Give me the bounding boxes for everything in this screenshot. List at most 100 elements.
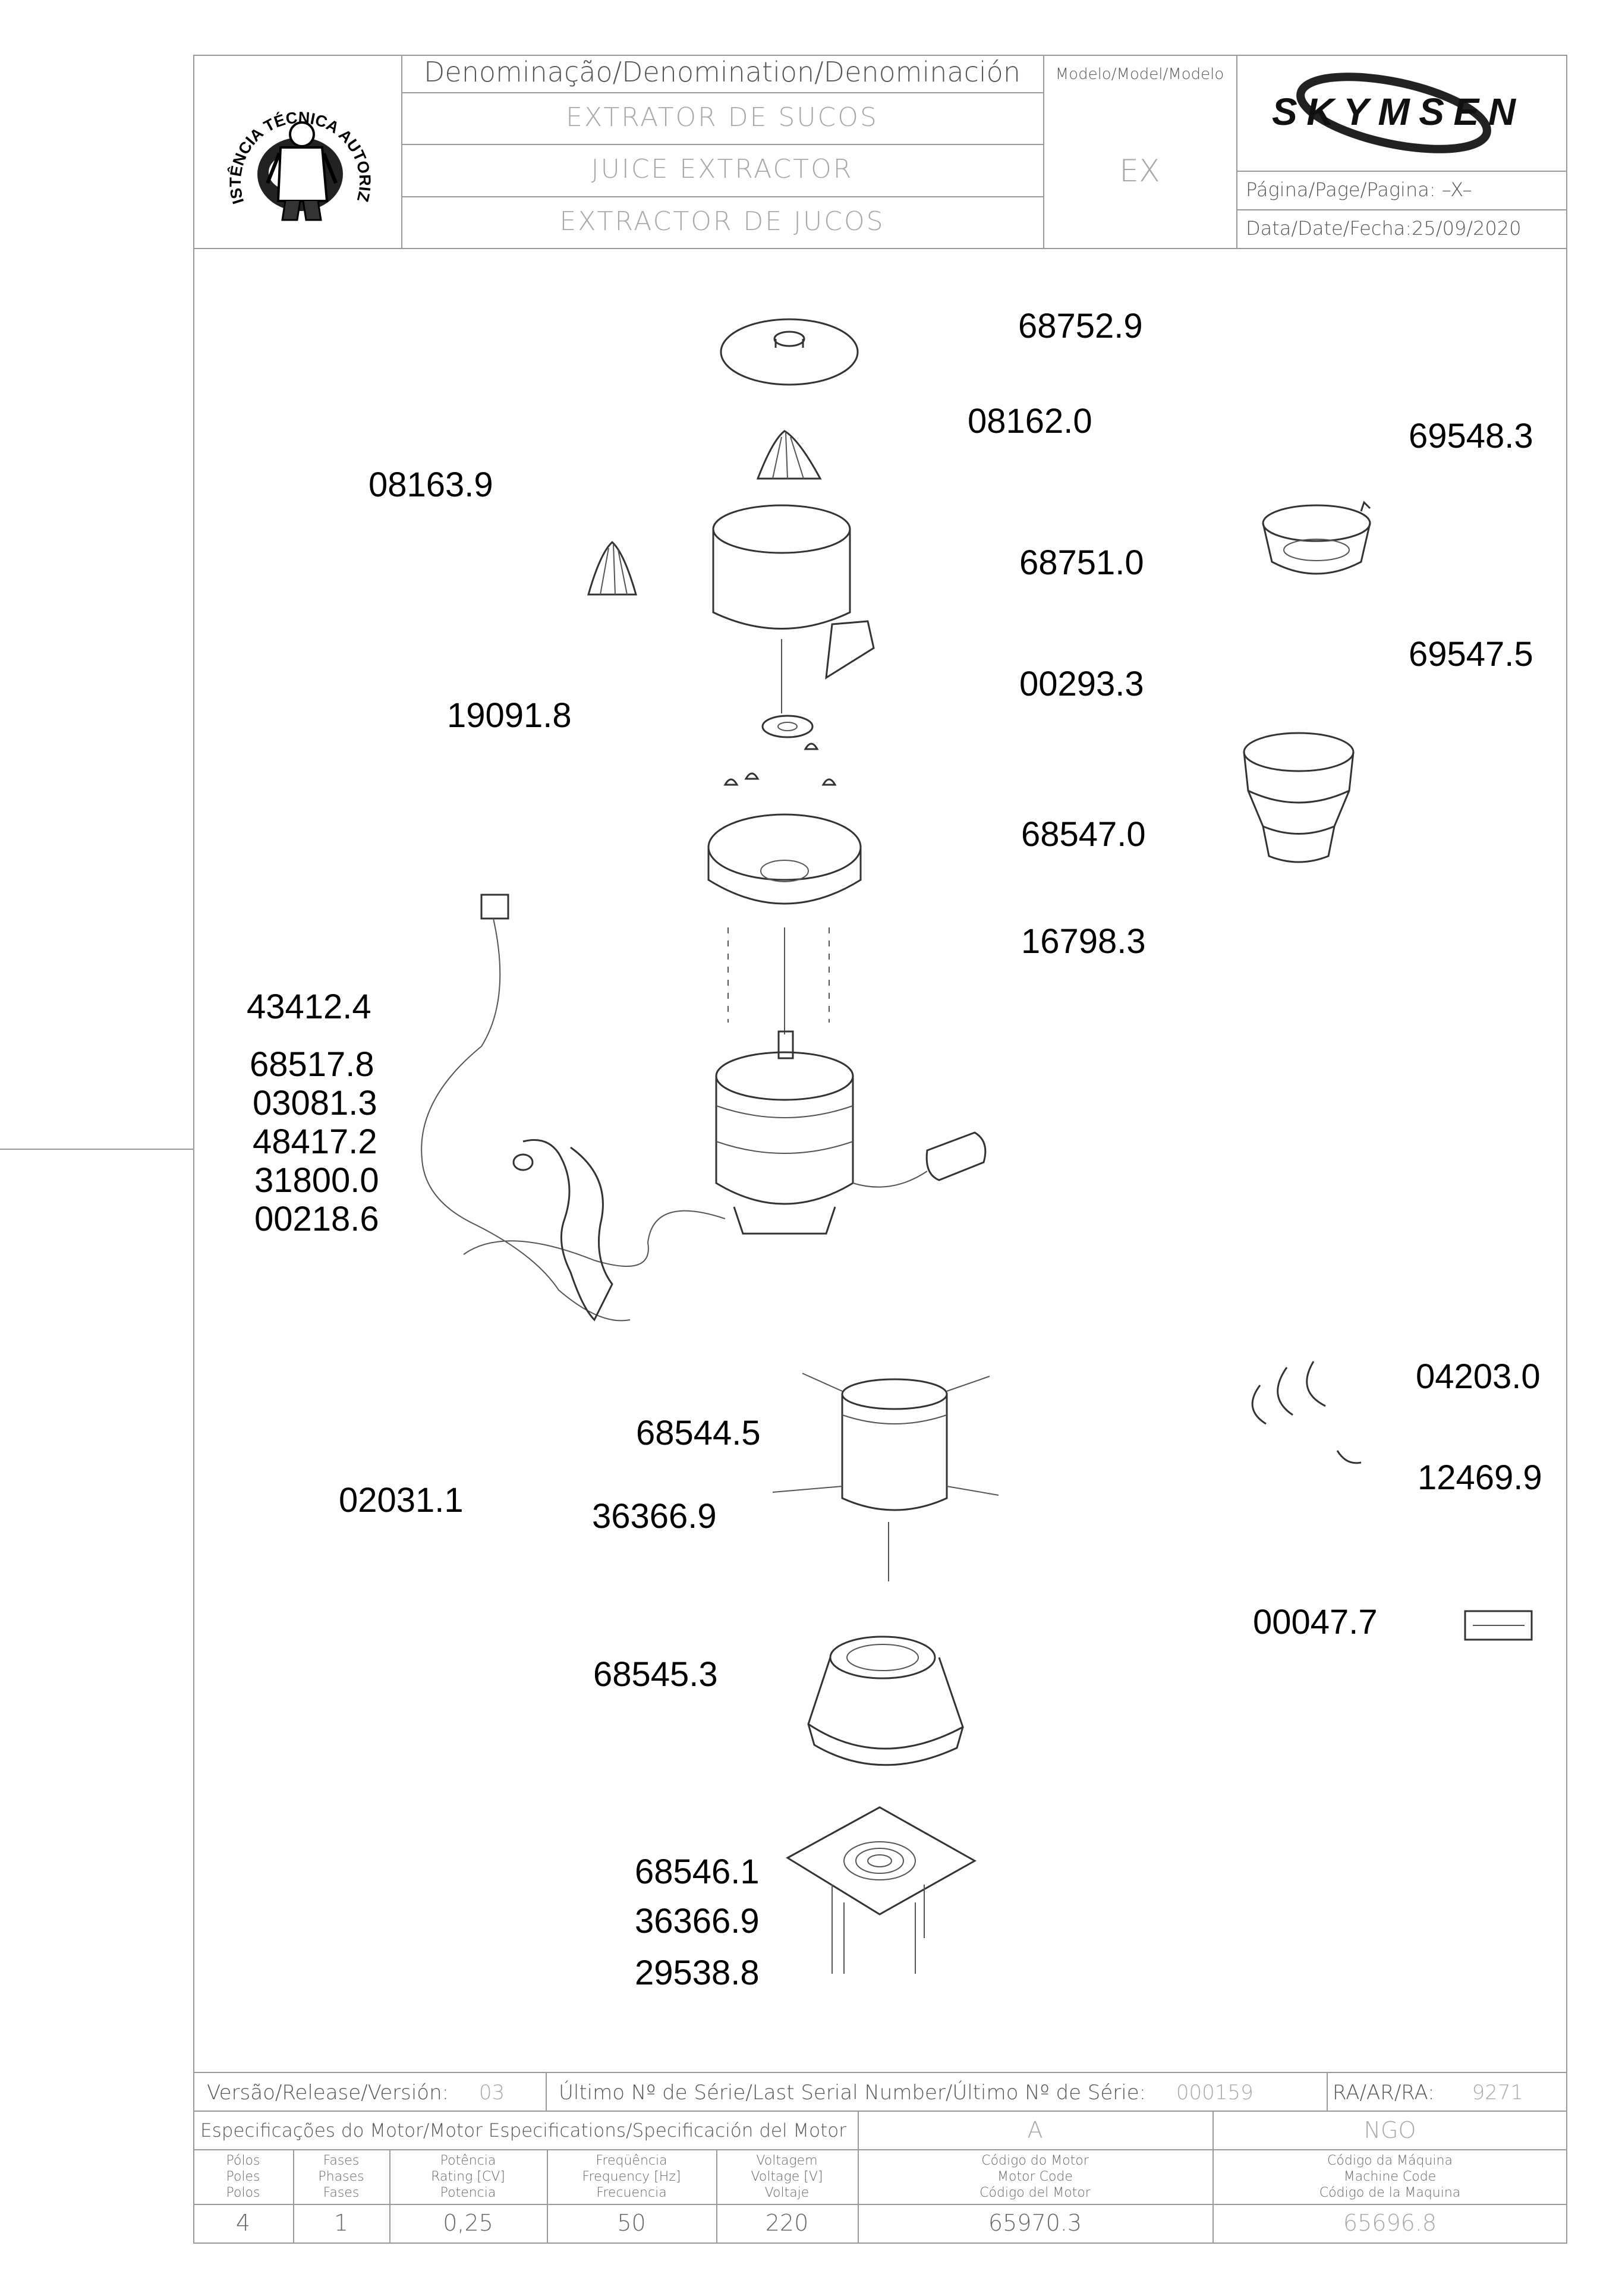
footer-top-line xyxy=(193,2072,1567,2073)
part-number: 68752.9 xyxy=(1018,307,1143,345)
header-divider xyxy=(1236,55,1237,248)
page-label-text: Página/Page/Pagina: xyxy=(1246,178,1436,201)
motor-code-header-en: Motor Code xyxy=(997,2169,1073,2184)
part-number: 68751.0 xyxy=(1019,543,1144,582)
poles-header-pt: Pólos xyxy=(226,2153,260,2168)
machine-code-header-es: Código de la Maquina xyxy=(1319,2185,1461,2200)
rating-header: Potência Rating [CV] Potencia xyxy=(389,2153,547,2201)
footer-divider xyxy=(1327,2072,1328,2111)
machine-code-header: Código da Máquina Machine Code Código de… xyxy=(1212,2153,1567,2201)
part-number: 69547.5 xyxy=(1409,635,1533,674)
footer-divider xyxy=(293,2149,294,2244)
brand-logo: SKYMSEN xyxy=(1260,58,1545,165)
part-number: 31800.0 xyxy=(254,1161,379,1200)
date-value: 25/09/2020 xyxy=(1412,217,1522,240)
voltage-header-en: Voltage [V] xyxy=(751,2169,823,2184)
part-number: 68545.3 xyxy=(593,1655,718,1694)
serial-value: 000159 xyxy=(1176,2081,1253,2105)
machine-code-header-en: Machine Code xyxy=(1343,2169,1437,2184)
part-number: 08162.0 xyxy=(968,402,1092,441)
part-number: 03081.3 xyxy=(253,1084,377,1122)
motor-spec-ngo: NGO xyxy=(1363,2117,1416,2143)
part-number: 68546.1 xyxy=(635,1852,760,1891)
footer-divider xyxy=(716,2149,717,2244)
motor-code-value: 65970.3 xyxy=(988,2210,1082,2236)
frequency-header: Freqüência Frequency [Hz] Frecuencia xyxy=(547,2153,716,2201)
frequency-value: 50 xyxy=(617,2210,646,2236)
header-bottom-line xyxy=(193,248,1567,249)
authorized-service-seal: ASSISTÊNCIA TÉCNICA AUTORIZADA xyxy=(220,50,374,243)
poles-header-es: Polos xyxy=(226,2185,260,2200)
voltage-header: Voltagem Voltage [V] Voltaje xyxy=(716,2153,858,2201)
part-number: 68547.0 xyxy=(1021,815,1146,854)
header-row-line xyxy=(1236,209,1567,210)
model-label: Modelo/Model/Modelo xyxy=(1055,65,1224,83)
part-number: 00047.7 xyxy=(1253,1603,1378,1641)
part-number: 19091.8 xyxy=(447,696,572,735)
footer-row-line xyxy=(193,2204,1567,2205)
name-es: EXTRACTOR DE JUCOS xyxy=(559,206,885,237)
rating-header-es: Potencia xyxy=(440,2185,496,2200)
name-en: JUICE EXTRACTOR xyxy=(591,154,853,184)
serial-label: Último Nº de Série/Last Serial Number/Úl… xyxy=(559,2081,1253,2105)
model-value: EX xyxy=(1119,153,1160,189)
part-number: 68544.5 xyxy=(636,1414,761,1452)
voltage-value: 220 xyxy=(765,2210,809,2236)
header-row-line xyxy=(401,144,1043,145)
frequency-header-es: Frecuencia xyxy=(596,2185,667,2200)
header-row-line xyxy=(401,92,1043,93)
frequency-header-en: Frequency [Hz] xyxy=(582,2169,681,2184)
motor-code-header: Código do Motor Motor Code Código del Mo… xyxy=(858,2153,1212,2201)
part-number: 36366.9 xyxy=(635,1902,760,1940)
footer-divider xyxy=(547,2149,548,2244)
part-number: 04203.0 xyxy=(1416,1357,1541,1396)
motor-spec-label: Especificações do Motor/Motor Especifica… xyxy=(200,2120,847,2141)
brand-name: SKYMSEN xyxy=(1272,90,1517,133)
phases-header-en: Phases xyxy=(318,2169,364,2184)
footer-divider xyxy=(858,2111,859,2244)
margin-mark xyxy=(0,1149,193,1150)
motor-code-header-es: Código del Motor xyxy=(980,2185,1091,2200)
header-row-line xyxy=(401,196,1043,197)
phases-value: 1 xyxy=(333,2210,349,2236)
footer-divider xyxy=(389,2149,390,2244)
part-number: 12469.9 xyxy=(1418,1458,1542,1497)
rating-header-pt: Potência xyxy=(440,2153,496,2168)
footer-divider xyxy=(546,2072,547,2111)
release-value: 03 xyxy=(478,2081,505,2105)
motor-spec-a: A xyxy=(1027,2117,1043,2143)
rating-header-en: Rating [CV] xyxy=(431,2169,505,2184)
release-label: Versão/Release/Versión: 03 xyxy=(207,2081,505,2105)
footer-divider xyxy=(1212,2111,1214,2244)
footer-row-line xyxy=(193,2149,1567,2150)
part-number: 00218.6 xyxy=(254,1200,379,1238)
drawing-frame xyxy=(193,55,1567,2244)
machine-code-header-pt: Código da Máquina xyxy=(1327,2153,1453,2168)
voltage-header-es: Voltaje xyxy=(764,2185,810,2200)
ra-label-text: RA/AR/RA: xyxy=(1333,2081,1435,2105)
part-number: 29538.8 xyxy=(635,1954,760,1992)
date-label: Data/Date/Fecha:25/09/2020 xyxy=(1246,217,1522,240)
page-label: Página/Page/Pagina: –X– xyxy=(1246,178,1472,201)
part-number: 36366.9 xyxy=(592,1497,717,1536)
poles-value: 4 xyxy=(235,2210,251,2236)
part-number: 16798.3 xyxy=(1021,922,1146,961)
part-number: 48417.2 xyxy=(253,1122,377,1161)
part-number: 43412.4 xyxy=(247,987,371,1026)
poles-header: Pólos Poles Polos xyxy=(193,2153,293,2201)
denomination-label: Denominação/Denomination/Denominación xyxy=(424,56,1021,88)
ra-label: RA/AR/RA: 9271 xyxy=(1333,2081,1523,2105)
part-number: 69548.3 xyxy=(1409,417,1533,455)
exploded-view-drawing xyxy=(421,318,1533,1974)
phases-header: Fases Phases Fases xyxy=(293,2153,389,2201)
poles-header-en: Poles xyxy=(226,2169,260,2184)
header-row-line xyxy=(1236,171,1567,172)
header-divider xyxy=(401,55,402,248)
header-divider xyxy=(1043,55,1044,248)
phases-header-pt: Fases xyxy=(323,2153,360,2168)
rating-value: 0,25 xyxy=(443,2210,493,2236)
footer-row-line xyxy=(193,2111,1567,2112)
page-value: –X– xyxy=(1441,178,1472,201)
machine-code-value: 65696.8 xyxy=(1343,2210,1437,2236)
release-label-text: Versão/Release/Versión: xyxy=(207,2081,449,2105)
